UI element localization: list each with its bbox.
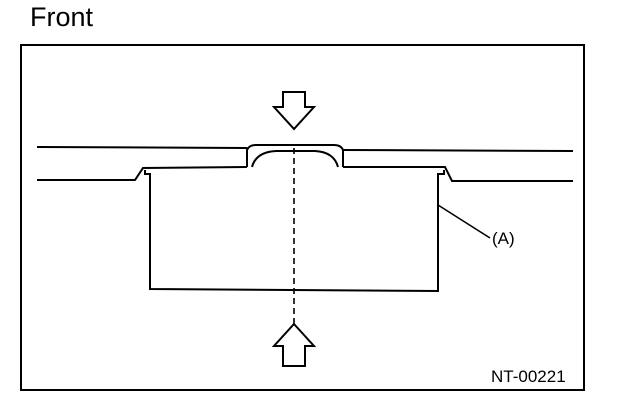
- part-a-label: (A): [492, 229, 515, 248]
- panel-lower-line: [37, 166, 573, 182]
- weld-nugget: [251, 150, 339, 168]
- figure-title: Front: [30, 2, 94, 32]
- bottom-arrow-icon: [271, 322, 317, 367]
- boss-pad: [246, 144, 344, 167]
- leader-line: [437, 204, 491, 239]
- panel-upper-line: [36, 146, 574, 152]
- top-arrow-icon: [271, 91, 317, 131]
- diagram-frame: [20, 44, 585, 391]
- figure-code: NT-00221: [491, 367, 566, 386]
